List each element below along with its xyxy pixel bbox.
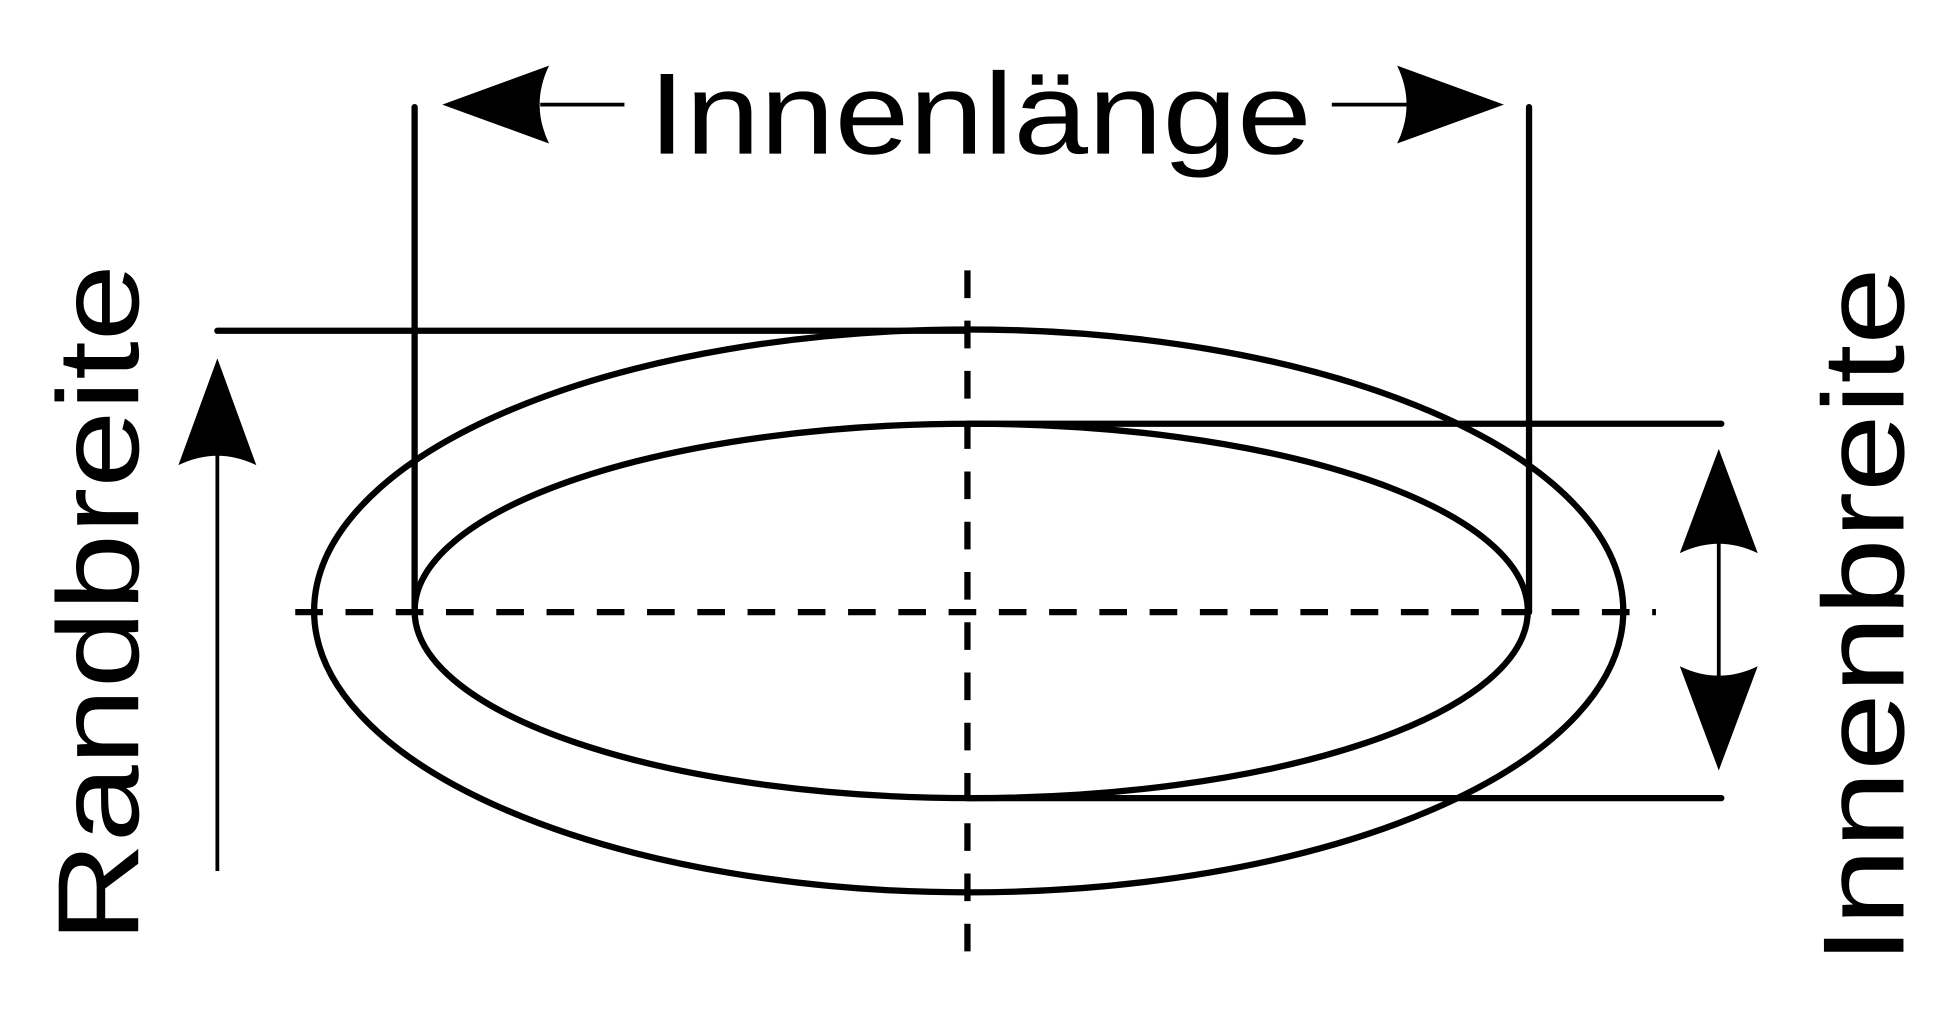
arrow-up-icon <box>178 358 257 466</box>
arrow-up-icon <box>1679 448 1758 554</box>
rim-width-label: Randbreite <box>34 264 163 942</box>
arrow-down-icon <box>1679 666 1758 771</box>
arrow-left-icon <box>442 65 550 144</box>
inner-length-label: Innenlänge <box>648 50 1311 179</box>
rim-width-dimension: Randbreite <box>34 264 257 943</box>
inner-width-dimension: Innenbreite <box>1679 267 1928 965</box>
arrow-right-icon <box>1397 65 1504 144</box>
inner-length-dimension: Innenlänge <box>442 50 1504 179</box>
inner-width-label: Innenbreite <box>1799 267 1928 964</box>
